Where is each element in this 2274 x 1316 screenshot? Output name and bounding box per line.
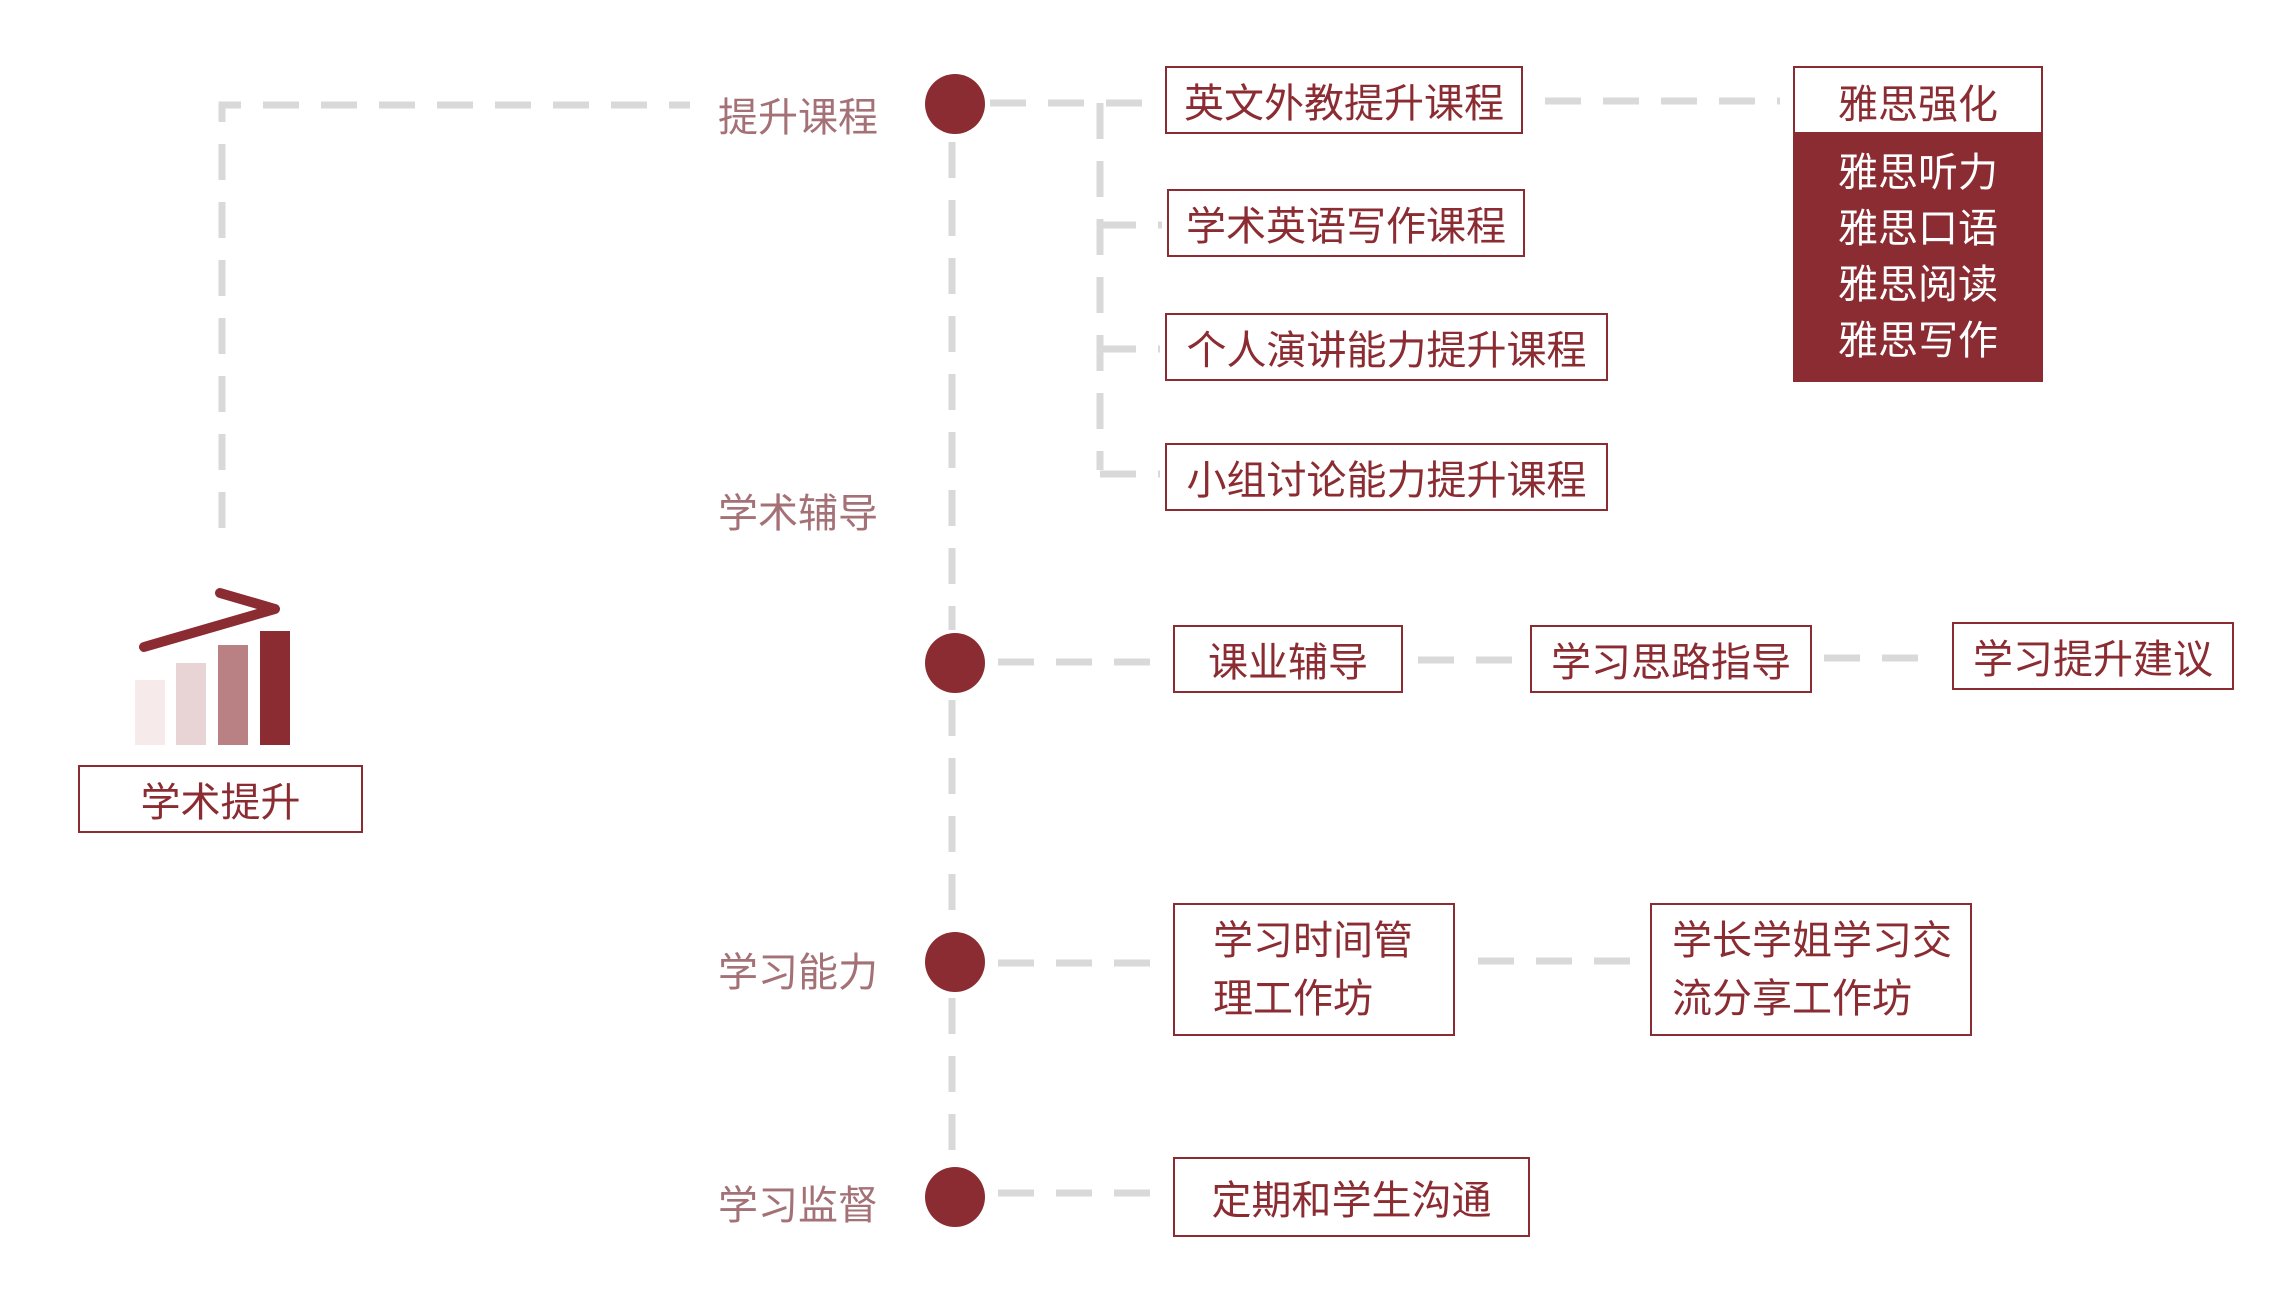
ielts-header-box: 雅思强化 xyxy=(1793,66,2043,134)
tutoring-box-homework: 课业辅导 xyxy=(1173,625,1403,693)
course-label: 英文外教提升课程 xyxy=(1184,81,1504,127)
course-box-academic-writing: 学术英语写作课程 xyxy=(1167,189,1525,257)
tutoring-label: 课业辅导 xyxy=(1208,640,1368,686)
root-connector xyxy=(218,101,690,528)
ielts-title: 雅思强化 xyxy=(1838,82,1998,128)
category-learning-ability: 学习能力 xyxy=(718,950,878,996)
ielts-items-box: 雅思听力 雅思口语 雅思阅读 雅思写作 xyxy=(1793,132,2043,382)
root-label: 学术提升 xyxy=(140,780,301,826)
ielts-item-reading: 雅思阅读 xyxy=(1838,262,1998,308)
tutoring-box-study-ideas: 学习思路指导 xyxy=(1530,625,1812,693)
rising-bar-chart-icon xyxy=(135,588,290,745)
ability-box-time-management: 学习时间管 理工作坊 xyxy=(1173,903,1455,1036)
ability-line: 理工作坊 xyxy=(1213,975,1373,1022)
category-learning-supervision: 学习监督 xyxy=(718,1183,878,1229)
timeline-dot-courses xyxy=(925,74,985,134)
ability-line: 流分享工作坊 xyxy=(1672,975,1912,1022)
course-label: 学术英语写作课程 xyxy=(1186,204,1506,250)
ielts-item-writing: 雅思写作 xyxy=(1838,318,1998,364)
ielts-item-speaking: 雅思口语 xyxy=(1838,206,1998,252)
supervision-label: 定期和学生沟通 xyxy=(1211,1178,1492,1224)
timeline-dot-supervision xyxy=(925,1167,985,1227)
course-label: 小组讨论能力提升课程 xyxy=(1186,458,1587,504)
course-label: 个人演讲能力提升课程 xyxy=(1186,328,1587,374)
supervision-box-communicate: 定期和学生沟通 xyxy=(1173,1157,1530,1237)
tutoring-box-improvement-advice: 学习提升建议 xyxy=(1952,622,2234,690)
ability-box-senior-sharing: 学长学姐学习交 流分享工作坊 xyxy=(1650,903,1972,1036)
course-box-english-foreign-teacher: 英文外教提升课程 xyxy=(1165,66,1523,134)
ability-line: 学长学姐学习交 xyxy=(1672,917,1952,964)
course-box-group-discussion: 小组讨论能力提升课程 xyxy=(1165,443,1608,511)
tutoring-label: 学习提升建议 xyxy=(1973,637,2213,683)
course-box-public-speaking: 个人演讲能力提升课程 xyxy=(1165,313,1608,381)
timeline-dot-tutoring xyxy=(925,633,985,693)
tutoring-label: 学习思路指导 xyxy=(1551,640,1791,686)
ability-line: 学习时间管 xyxy=(1213,917,1413,964)
category-academic-tutoring: 学术辅导 xyxy=(718,491,878,537)
ielts-item-listening: 雅思听力 xyxy=(1838,150,1998,196)
timeline-dot-ability xyxy=(925,932,985,992)
root-node: 学术提升 xyxy=(78,765,363,833)
category-promote-courses: 提升课程 xyxy=(718,95,878,141)
